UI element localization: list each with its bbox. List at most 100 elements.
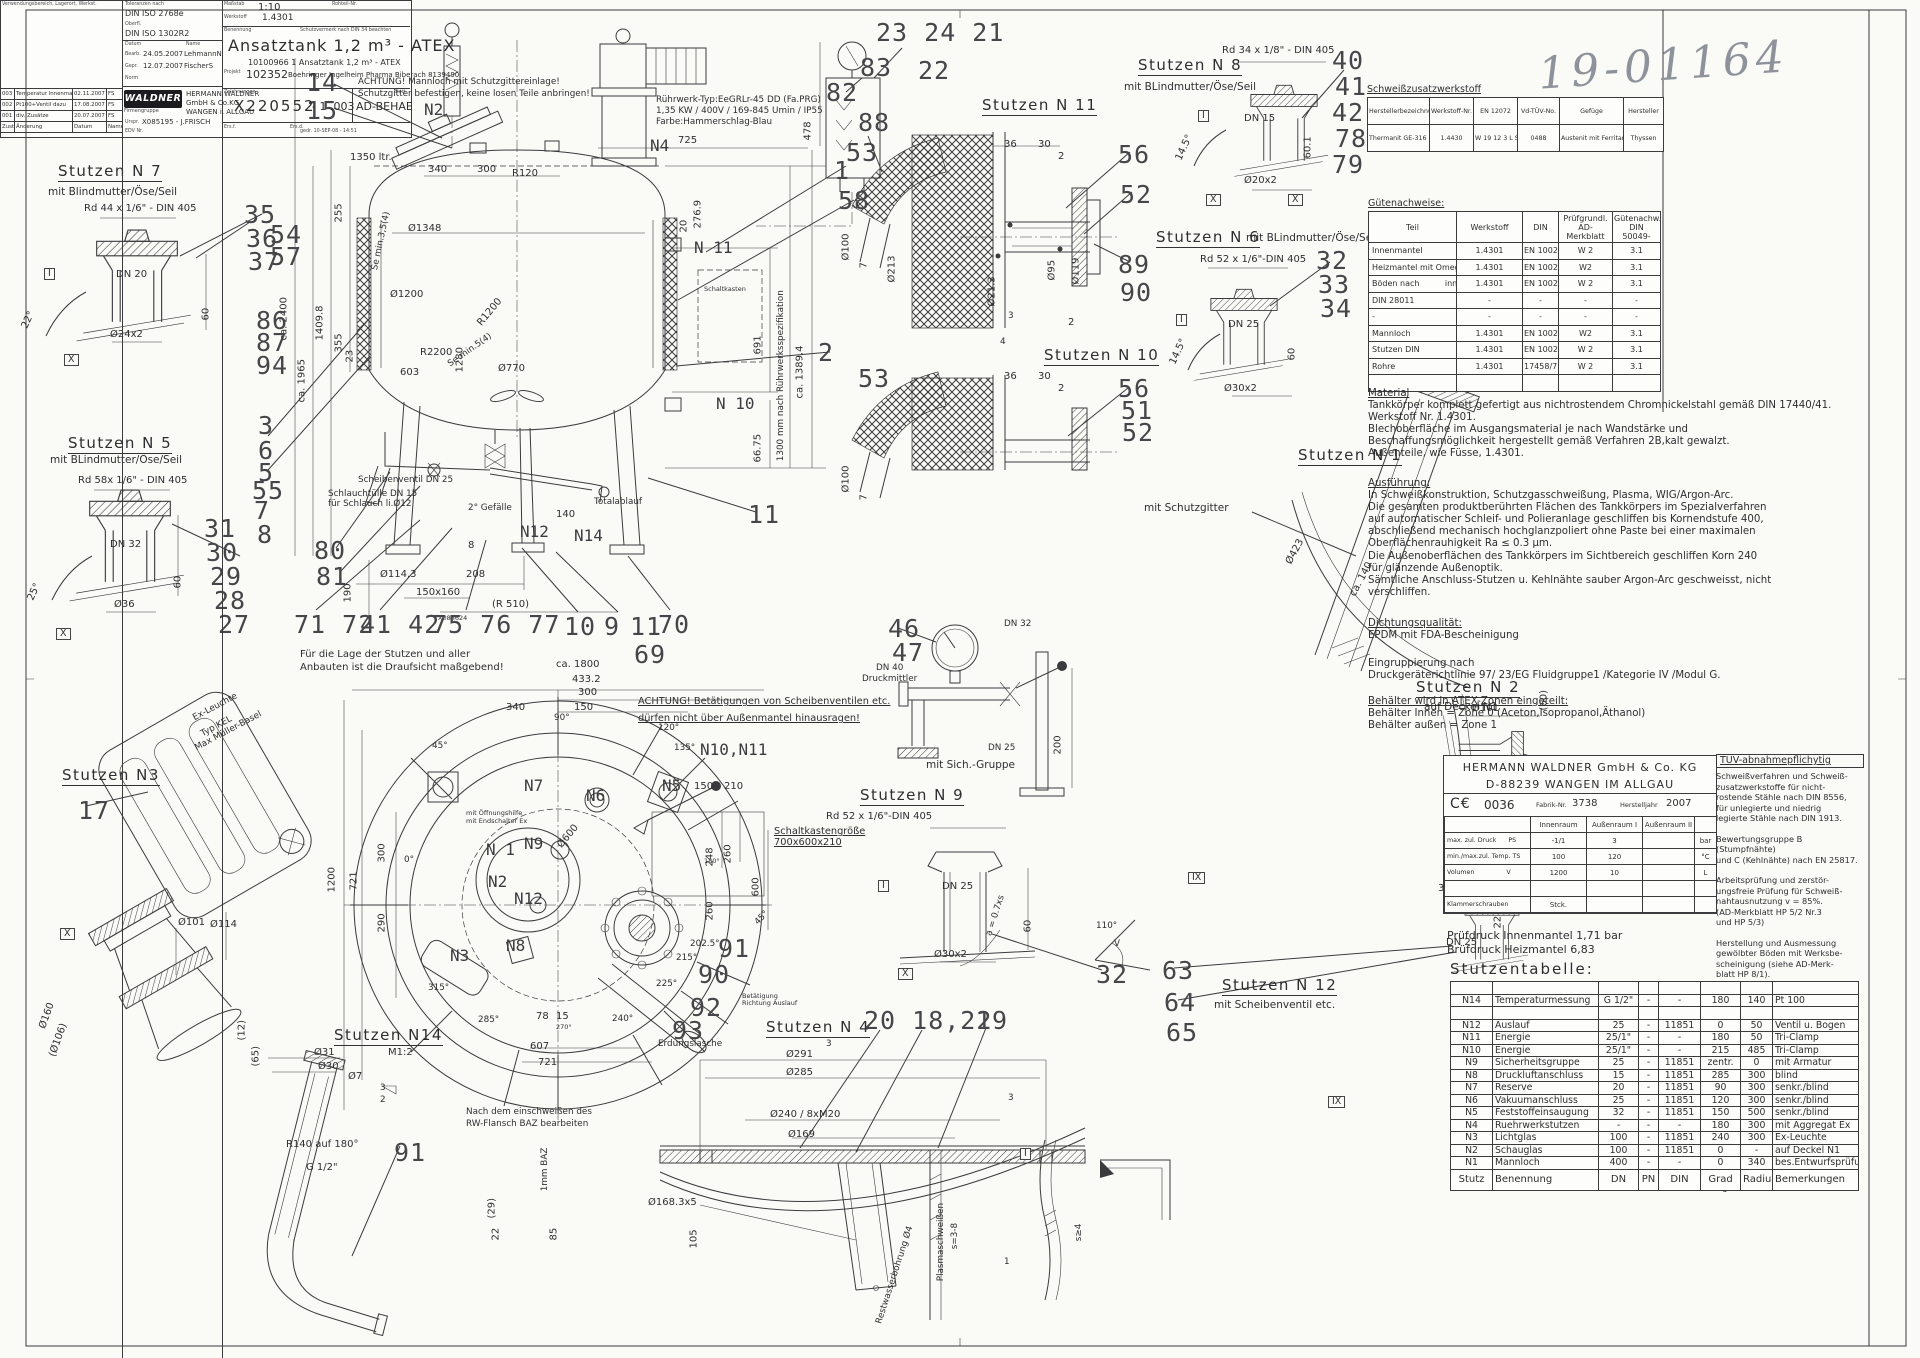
drawing-annotation: 260 (704, 901, 716, 921)
drawing-annotation: DN 32 (1004, 619, 1032, 629)
table-cell: 20.07.2007 (72, 110, 107, 122)
table-cell (1658, 981, 1701, 995)
replaces-label: Ers.f. (224, 125, 236, 130)
drawing-annotation: Ø1348 (408, 223, 442, 234)
table-cell: 11851 (1658, 1068, 1701, 1082)
table-cell (1642, 864, 1695, 881)
drawing-annotation: 14.5° (1173, 132, 1196, 163)
drawing-annotation: 78 (1335, 124, 1368, 153)
drawing-annotation: Stutzen N 7 (58, 162, 163, 182)
drawing-annotation: 35 (244, 200, 277, 229)
drawing-annotation: Stutzen N 6 (1156, 228, 1261, 248)
sheet-label: Blatt (394, 90, 406, 95)
table-cell: Bemerkungen (1772, 1168, 1859, 1191)
drawing-annotation: 315° (428, 983, 450, 993)
drawing-annotation: 20 18,22 (864, 1006, 993, 1035)
drawing-annotation: 17 (78, 796, 111, 825)
nozzle-table-title: Stutzentabelle: (1450, 960, 1594, 978)
drawing-annotation: 29 (210, 562, 243, 591)
drawing-annotation: Ø30 (318, 1061, 339, 1072)
build-year-label: Herstelljahr (1620, 801, 1658, 809)
table-cell: - (1638, 1106, 1659, 1120)
drawing-annotation: 2 (1068, 317, 1075, 328)
drawing-annotation: Stutzen N14 (334, 1026, 443, 1046)
titleblock-divider (122, 86, 222, 87)
drawing-annotation: 93 (672, 1016, 705, 1045)
drawing-annotation: 215° (676, 953, 698, 963)
drawing-annotation: Ø21.3 (986, 276, 998, 307)
drawing-annotation: 3 (258, 411, 275, 440)
table-cell: Stutzen DIN (1368, 341, 1457, 359)
drawing-annotation: Schutzgitter befestigen, keine losen Tei… (358, 89, 590, 99)
table-cell: senkr./blind (1772, 1081, 1859, 1095)
drawing-annotation: dürfen nicht über Außenmantel hinausrage… (638, 713, 860, 724)
project-name: Boehringer Ingelheim Pharma Biberach 813… (288, 71, 460, 79)
drawing-annotation: 2 (1058, 151, 1065, 162)
table-cell: 0488 (1517, 124, 1560, 152)
table-cell: 10 (1586, 864, 1643, 881)
drawing-annotation: 260 (722, 844, 734, 864)
drawing-annotation: DN 25 (1446, 937, 1478, 948)
table-cell: W 19 12 3 L Si (1473, 124, 1518, 152)
table-cell: - (1638, 1081, 1659, 1095)
table-cell: - (1638, 1093, 1659, 1107)
material-label: Werkstoff (224, 15, 247, 20)
drawing-annotation: 57 (270, 242, 303, 271)
table-cell: 300 (1740, 1093, 1773, 1107)
drawing-annotation: 15 (306, 96, 339, 125)
drawing-annotation: 36 (1004, 371, 1017, 382)
table-cell (1598, 981, 1639, 995)
norm-label: Norm (125, 76, 139, 81)
company-line1: HERMANN WALDNER (186, 90, 260, 98)
drawing-annotation: 22° (19, 309, 38, 331)
detail-n9-ferrule (899, 827, 1036, 965)
drawing-annotation: 87 (256, 328, 289, 357)
table-cell: N10 (1450, 1043, 1493, 1057)
drawing-annotation: Stutzen N 5 (68, 434, 173, 454)
drawing-annotation: Ø31 (314, 1047, 335, 1058)
drawing-annotation: 0° (404, 855, 414, 865)
table-cell: 02.11.2007 (72, 88, 107, 100)
drawing-annotation: X (1206, 194, 1221, 206)
drawing-annotation: 300 (578, 687, 598, 698)
drawing-annotation: 89 (1118, 250, 1151, 279)
table-cell: Auslauf (1492, 1018, 1599, 1032)
table-cell: 17458/7 (1522, 357, 1559, 375)
drawing-annotation: 79 (1332, 150, 1365, 179)
drawing-annotation: 58 (838, 186, 871, 215)
table-cell: - (1558, 291, 1613, 309)
drawing-annotation: 85 (548, 1227, 560, 1241)
table-cell: Grad (1700, 1168, 1741, 1191)
drawing-annotation: 225° (656, 979, 678, 989)
drawing-annotation: 81 (316, 562, 349, 591)
drawing-annotation: 19 (976, 1006, 1009, 1035)
table-header-cell: Außenraum I (1586, 816, 1643, 833)
drawing-annotation: Ø36 (114, 599, 135, 610)
drawing-annotation: 180° (704, 857, 720, 865)
drawing-annotation: 30 (206, 538, 239, 567)
drawing-annotation: mit Schutzgitter (1144, 502, 1229, 514)
drawing-annotation: 69 (634, 640, 667, 669)
drawing-annotation: 3 (1008, 1093, 1014, 1103)
drawing-annotation: RW-Flansch BAZ bearbeiten (466, 1119, 589, 1129)
table-cell: 11851 (1658, 1056, 1701, 1070)
drawing-annotation: Ø7 (348, 1071, 363, 1082)
table-cell: 285 (1700, 1068, 1741, 1082)
drawing-annotation: 1200 (326, 867, 338, 893)
table-cell: W 2 (1558, 341, 1613, 359)
drawing-annotation: Farbe:Hammerschlag-Blau (656, 117, 773, 127)
drawing-annotation: 2 (818, 338, 835, 367)
drawing-annotation: 46 (888, 614, 921, 643)
drawing-annotation: Ø119 (1070, 257, 1082, 285)
titleblock-divider (222, 88, 410, 89)
drawing-annotation: 290 (376, 913, 388, 933)
drawing-annotation: N8 (506, 936, 526, 955)
drawing-annotation: N 11 (694, 238, 733, 257)
drawing-annotation: 1350 ltr. (350, 152, 392, 163)
drawing-annotation: Rd 52 x 1/6"-DIN 405 (826, 811, 933, 822)
drawing-annotation: 45° (752, 908, 771, 928)
